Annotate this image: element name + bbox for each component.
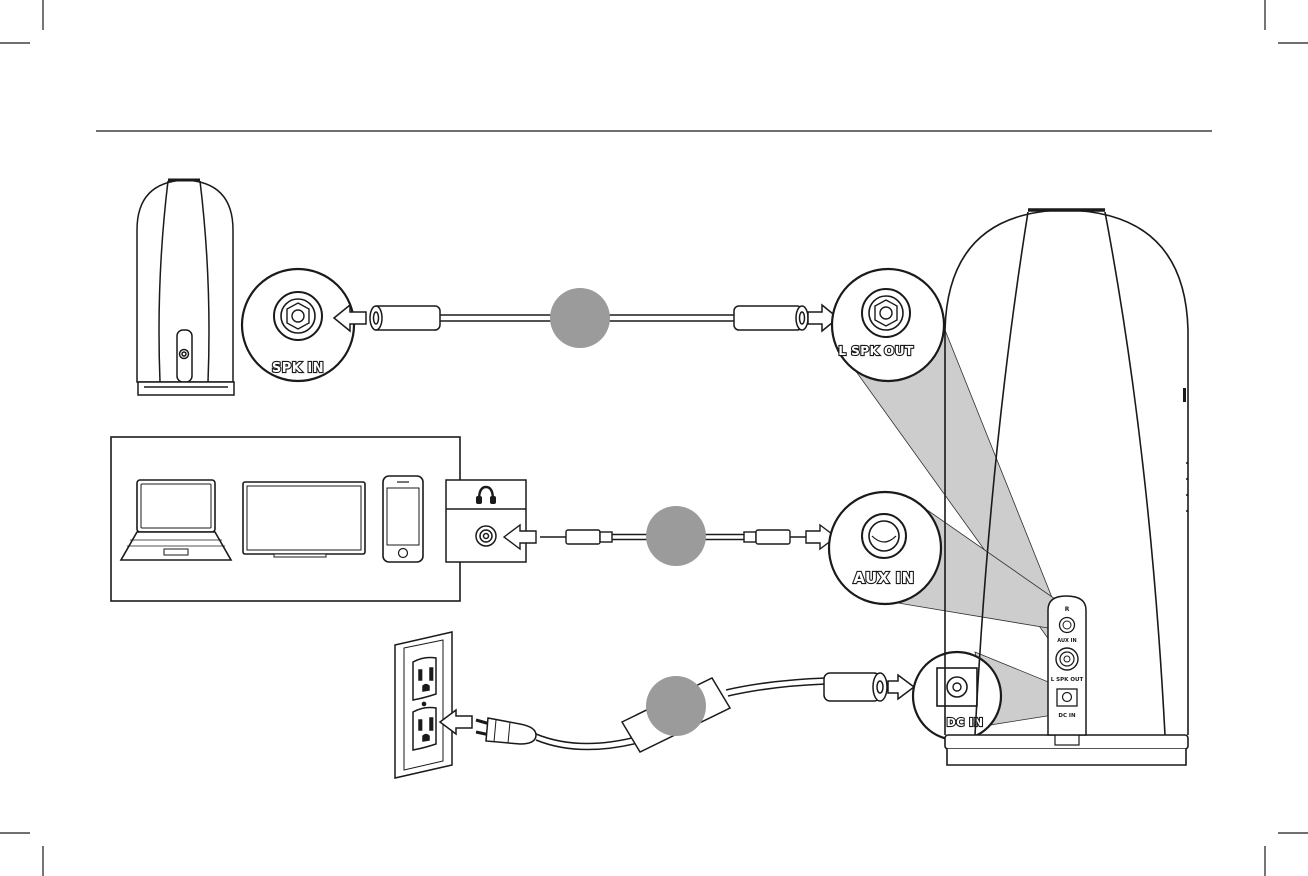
l-spk-out-callout: L SPK OUT xyxy=(832,269,944,381)
back-panel-r-label: R xyxy=(1065,606,1070,613)
power-plug-icon xyxy=(476,718,536,744)
arrow-to-dc-in xyxy=(888,675,914,699)
wall-outlet-icon xyxy=(395,632,452,778)
back-panel-dc-in-label: DC IN xyxy=(1058,713,1076,719)
phone-icon xyxy=(383,476,423,562)
tv-icon xyxy=(243,482,365,557)
dc-in-callout: DC IN xyxy=(913,652,1001,740)
back-panel-l-spk-out-label: L SPK OUT xyxy=(1051,677,1084,683)
aux-in-callout: AUX IN xyxy=(829,492,941,604)
aux-in-label: AUX IN xyxy=(853,569,914,587)
spk-in-label: SPK IN xyxy=(272,361,324,376)
back-panel: R AUX IN L SPK OUT DC IN xyxy=(1048,596,1086,735)
step-marker-1 xyxy=(550,288,610,348)
headphone-jack-panel xyxy=(446,480,526,562)
l-spk-out-label: L SPK OUT xyxy=(838,344,914,358)
left-speaker xyxy=(137,180,234,395)
back-panel-aux-in-label: AUX IN xyxy=(1057,638,1076,644)
source-devices-box xyxy=(111,437,460,601)
step-marker-3 xyxy=(646,676,706,736)
spk-in-callout: SPK IN xyxy=(242,269,354,381)
step-marker-2 xyxy=(646,506,706,566)
laptop-icon xyxy=(121,480,231,560)
dc-in-label: DC IN xyxy=(947,716,984,729)
